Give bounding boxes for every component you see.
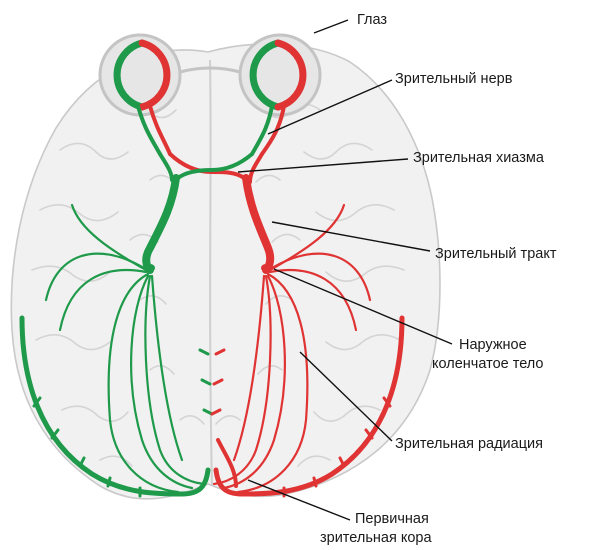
- left-eye: [113, 39, 172, 156]
- label-visual-cortex-line2: зрительная кора: [320, 530, 432, 546]
- leader-lines: [237, 19, 453, 521]
- label-optic-tract: Зрительный тракт: [435, 246, 557, 262]
- left-optic-radiation: [44, 203, 206, 494]
- right-eye-temporal-retina: [274, 39, 307, 111]
- right-optic-radiation: [212, 203, 372, 494]
- left-optic-nerve-green-to-tract: [158, 152, 174, 182]
- left-visual-cortex: [19, 315, 214, 498]
- right-eye: [249, 39, 307, 156]
- leader-lgn: [273, 268, 453, 345]
- left-eye-temporal-retina: [113, 39, 146, 111]
- label-eye: Глаз: [357, 12, 387, 28]
- left-lgn: [145, 264, 155, 272]
- leader-optic-tract: [271, 221, 431, 252]
- right-optic-nerve-red: [260, 104, 286, 156]
- leader-eye: [313, 19, 349, 34]
- label-lgn-line2: коленчатое тело: [432, 356, 543, 372]
- right-eye-nasal-retina: [249, 39, 282, 111]
- leader-optic-nerve: [267, 79, 393, 135]
- label-optic-radiation: Зрительная радиация: [395, 436, 543, 452]
- chiasm-green-crossing: [176, 152, 254, 180]
- label-visual-cortex-line1: Первичная: [355, 511, 429, 527]
- leader-optic-chiasm: [237, 158, 409, 173]
- leader-visual-cortex: [247, 479, 351, 521]
- left-eye-nasal-retina: [138, 39, 171, 111]
- left-optic-nerve-red: [148, 104, 172, 156]
- right-visual-cortex: [210, 315, 405, 498]
- optic-tracts: [142, 174, 275, 274]
- leader-optic-radiation: [299, 351, 393, 442]
- label-lgn-line1: Наружное: [459, 337, 527, 353]
- label-optic-chiasm: Зрительная хиазма: [413, 150, 545, 166]
- right-optic-nerve-green: [250, 104, 274, 156]
- label-optic-nerve: Зрительный нерв: [395, 71, 513, 87]
- labels: Глаз Зрительный нерв Зрительная хиазма З…: [320, 12, 557, 546]
- right-lgn: [261, 264, 271, 272]
- left-optic-nerve-green: [136, 104, 162, 156]
